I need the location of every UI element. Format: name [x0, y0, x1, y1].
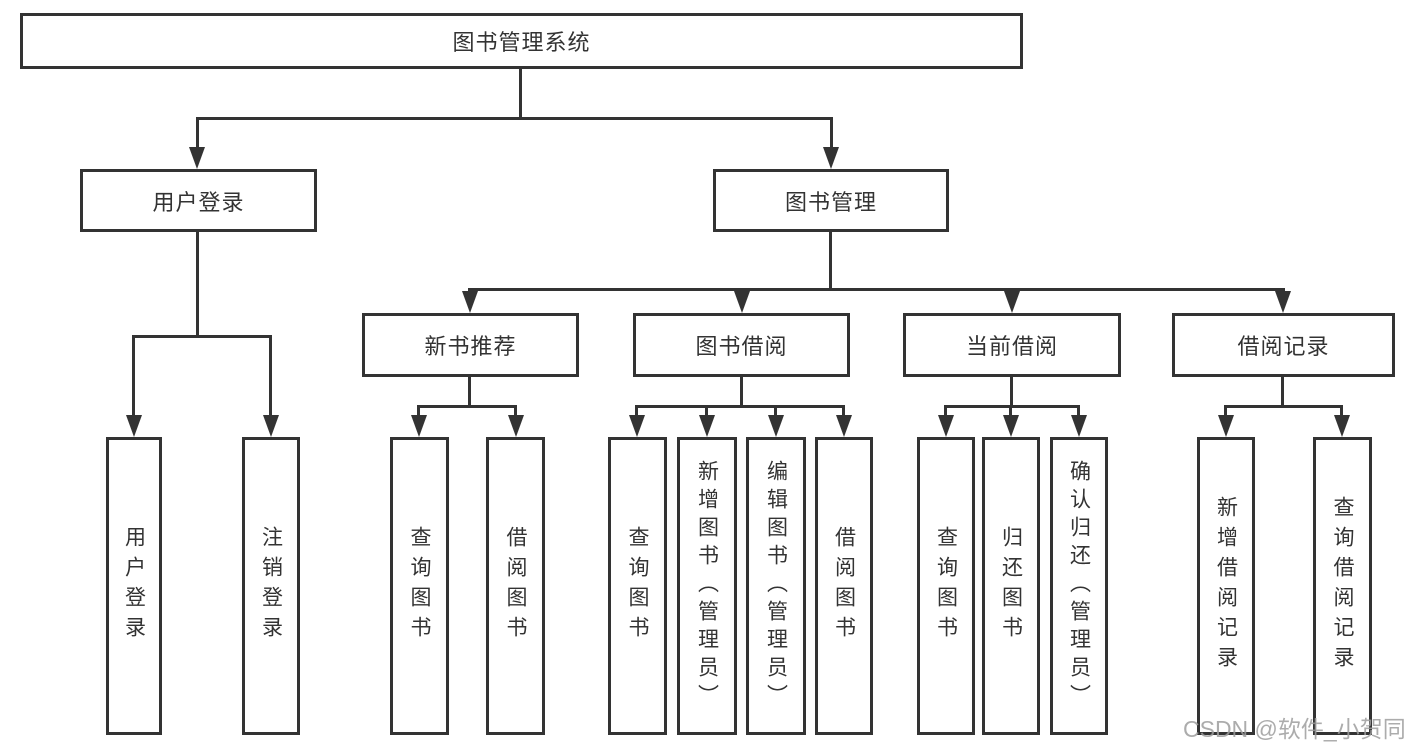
leaf-logout: 注销登录 — [242, 437, 300, 735]
connector-drop-leaf — [269, 335, 272, 420]
connector-group-stem — [1010, 377, 1013, 407]
leaf-current-return-label: 归还图书 — [999, 526, 1023, 646]
arrowhead-icon — [263, 415, 279, 437]
arrowhead-icon — [629, 415, 645, 437]
node-user-login: 用户登录 — [80, 169, 317, 232]
node-borrow-records-label: 借阅记录 — [1237, 334, 1330, 359]
connector-drop-leaf — [774, 405, 777, 419]
leaf-borrow-query-label: 查询图书 — [626, 526, 649, 646]
leaf-newbooks-query-label: 查询图书 — [408, 526, 431, 646]
connector-level2-rail — [196, 117, 833, 120]
connector-group-stem — [468, 377, 471, 407]
leaf-borrow-add: 新增图书（管理员） — [677, 437, 737, 735]
arrowhead-icon — [189, 147, 205, 169]
arrowhead-icon — [938, 415, 954, 437]
connector-group-rail — [1224, 405, 1342, 408]
csdn-watermark: CSDN @软件_小贺同学 — [1183, 716, 1405, 742]
connector-drop-user — [196, 117, 199, 152]
leaf-newbooks-borrow-label: 借阅图书 — [504, 526, 527, 646]
arrowhead-icon — [1004, 291, 1020, 313]
leaf-borrow-edit: 编辑图书（管理员） — [746, 437, 806, 735]
node-book-borrow-label: 图书借阅 — [695, 334, 788, 359]
arrowhead-icon — [1334, 415, 1350, 437]
connector-group-rail — [635, 405, 844, 408]
leaf-borrow-query: 查询图书 — [608, 437, 667, 735]
connector-drop-leaf — [1224, 405, 1227, 419]
connector-group-rail — [417, 405, 517, 408]
node-borrow-records: 借阅记录 — [1172, 313, 1395, 377]
arrowhead-icon — [836, 415, 852, 437]
arrowhead-icon — [1071, 415, 1087, 437]
connector-drop-leaf — [705, 405, 708, 419]
node-new-book-recommend: 新书推荐 — [362, 313, 579, 377]
connector-drop-leaf — [635, 405, 638, 419]
leaf-user-login-label: 用户登录 — [122, 526, 146, 646]
connector-drop-leaf — [417, 405, 420, 419]
arrowhead-icon — [734, 291, 750, 313]
arrowhead-icon — [1218, 415, 1234, 437]
node-book-management-label: 图书管理 — [784, 189, 877, 215]
connector-group-stem — [1281, 377, 1284, 407]
node-root: 图书管理系统 — [20, 13, 1023, 69]
node-book-management: 图书管理 — [713, 169, 949, 232]
leaf-borrow-borrow: 借阅图书 — [815, 437, 873, 735]
connector-drop-leaf — [842, 405, 845, 419]
node-user-login-label: 用户登录 — [152, 189, 245, 215]
leaf-newbooks-borrow: 借阅图书 — [486, 437, 545, 735]
connector-level3-rail — [468, 288, 1285, 291]
arrowhead-icon — [699, 415, 715, 437]
leaf-records-query-label: 查询借阅记录 — [1331, 496, 1354, 676]
connector-user-stem — [196, 232, 199, 335]
leaf-current-return: 归还图书 — [982, 437, 1040, 735]
arrowhead-icon — [1003, 415, 1019, 437]
node-current-borrow-label: 当前借阅 — [965, 334, 1058, 359]
arrowhead-icon — [508, 415, 524, 437]
arrowhead-icon — [411, 415, 427, 437]
leaf-current-query: 查询图书 — [917, 437, 975, 735]
node-root-label: 图书管理系统 — [452, 30, 591, 55]
arrowhead-icon — [1275, 291, 1291, 313]
node-new-book-recommend-label: 新书推荐 — [424, 334, 517, 359]
leaf-borrow-borrow-label: 借阅图书 — [832, 526, 856, 646]
leaf-records-add: 新增借阅记录 — [1197, 437, 1255, 735]
connector-mgmt-stem — [829, 232, 832, 288]
leaf-current-confirm-return-label: 确认归还（管理员） — [1067, 460, 1091, 712]
connector-drop-leaf — [1340, 405, 1343, 419]
leaf-current-query-label: 查询图书 — [934, 526, 958, 646]
connector-user-rail — [132, 335, 272, 338]
connector-drop-leaf — [944, 405, 947, 419]
arrowhead-icon — [823, 147, 839, 169]
leaf-borrow-add-label: 新增图书（管理员） — [695, 460, 719, 712]
connector-drop-leaf — [132, 335, 135, 420]
leaf-current-confirm-return: 确认归还（管理员） — [1050, 437, 1108, 735]
connector-root-stem — [519, 69, 522, 117]
leaf-records-add-label: 新增借阅记录 — [1214, 496, 1238, 676]
arrowhead-icon — [126, 415, 142, 437]
connector-drop-leaf — [1009, 405, 1012, 419]
leaf-logout-label: 注销登录 — [259, 526, 283, 646]
leaf-user-login: 用户登录 — [106, 437, 162, 735]
connector-drop-mgmt — [830, 117, 833, 152]
leaf-newbooks-query: 查询图书 — [390, 437, 449, 735]
node-current-borrow: 当前借阅 — [903, 313, 1121, 377]
arrowhead-icon — [768, 415, 784, 437]
connector-drop-leaf — [1077, 405, 1080, 419]
connector-group-stem — [740, 377, 743, 407]
node-book-borrow: 图书借阅 — [633, 313, 850, 377]
leaf-borrow-edit-label: 编辑图书（管理员） — [764, 460, 788, 712]
arrowhead-icon — [462, 291, 478, 313]
leaf-records-query: 查询借阅记录 — [1313, 437, 1372, 735]
connector-drop-leaf — [514, 405, 517, 419]
